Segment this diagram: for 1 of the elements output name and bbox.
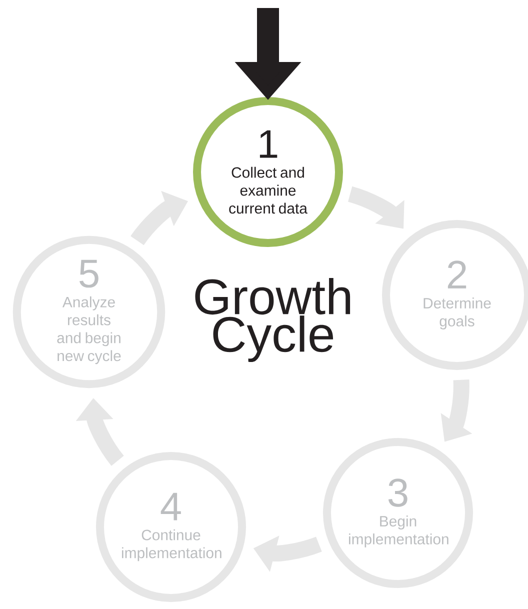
title: Growth Cycle — [195, 278, 350, 362]
